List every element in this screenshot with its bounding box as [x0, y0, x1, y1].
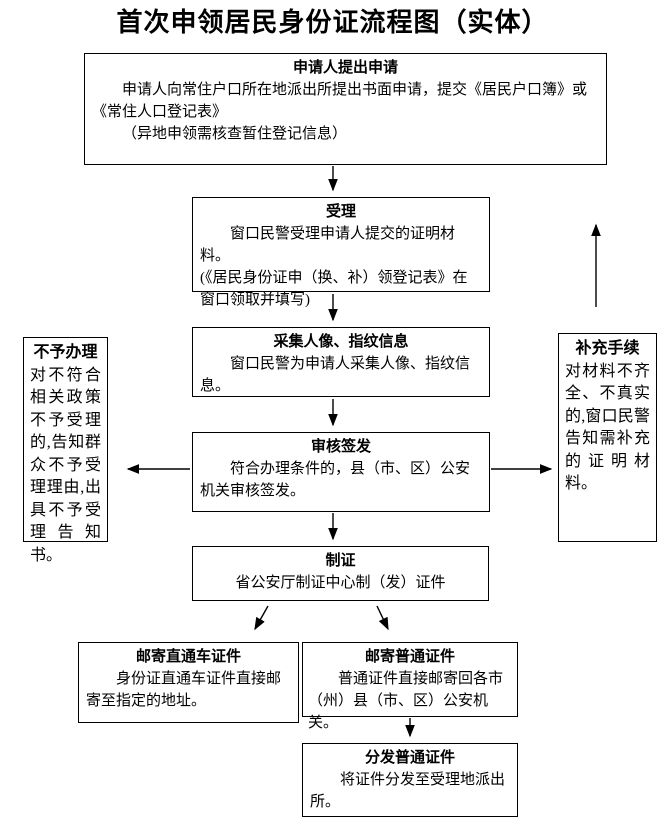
box-apply-text: 申请人向常住户口所在地派出所提出书面申请，提交《居民户口簿》或《常住人口登记表》	[92, 82, 588, 120]
flow-box-distribute: 分发普通证件 将证件分发至受理地派出所。	[302, 743, 518, 817]
box-accept-note: (《居民身份证申（换、补）领登记表》在窗口领取并填写)	[200, 270, 468, 308]
flow-box-produce: 制证 省公安厅制证中心制（发）证件	[192, 546, 489, 601]
box-review-text: 符合办理条件的，县（市、区）公安机关审核签发。	[200, 461, 471, 499]
box-collect-title: 采集人像、指纹信息	[273, 334, 409, 350]
box-review-title: 审核签发	[310, 439, 371, 455]
box-supplement-text: 对材料不齐全、不真实的,窗口民警告知需补充的证明材料。	[565, 362, 650, 493]
box-accept-title: 受理	[325, 204, 356, 220]
flow-box-ordinary: 邮寄普通证件 普通证件直接邮寄回各市（州）县（市、区）公安机关。	[302, 642, 518, 731]
box-distribute-text: 将证件分发至受理地派出所。	[310, 772, 506, 810]
flow-box-reject: 不予办理 对不符合相关政策不予受理的,告知群众不予受理理由,出具不予受理告知书。	[23, 337, 108, 564]
box-express-text: 身份证直通车证件直接邮寄至指定的地址。	[86, 671, 282, 709]
page-title: 首次申领居民身份证流程图（实体）	[116, 8, 549, 37]
box-collect-text: 窗口民警为申请人采集人像、指纹信息。	[200, 356, 471, 394]
box-apply-note: （异地申领需核查暂住登记信息）	[122, 126, 348, 142]
flow-box-apply: 申请人提出申请 申请人向常住户口所在地派出所提出书面申请，提交《居民户口簿》或《…	[84, 53, 607, 165]
flow-box-review: 审核签发 符合办理条件的，县（市、区）公安机关审核签发。	[192, 432, 490, 512]
box-ordinary-title: 邮寄普通证件	[364, 649, 455, 665]
box-produce-title: 制证	[325, 553, 356, 569]
box-distribute-title: 分发普通证件	[364, 750, 455, 766]
flow-box-accept: 受理 窗口民警受理申请人提交的证明材料。 (《居民身份证申（换、补）领登记表》在…	[192, 197, 490, 308]
flow-box-express: 邮寄直通车证件 身份证直通车证件直接邮寄至指定的地址。	[78, 642, 299, 723]
box-express-title: 邮寄直通车证件	[135, 649, 241, 665]
flow-box-collect: 采集人像、指纹信息 窗口民警为申请人采集人像、指纹信息。	[192, 327, 490, 397]
box-reject-text: 对不符合相关政策不予受理的,告知群众不予受理理由,出具不予受理告知书。	[30, 366, 101, 564]
box-produce-text: 省公安厅制证中心制（发）证件	[235, 575, 446, 591]
box-ordinary-text: 普通证件直接邮寄回各市（州）县（市、区）公安机关。	[308, 671, 504, 731]
box-apply-title: 申请人提出申请	[292, 60, 398, 76]
arrow-produce-to-ordinary	[376, 605, 389, 631]
box-supplement-title: 补充手续	[575, 340, 640, 357]
box-accept-text: 窗口民警受理申请人提交的证明材料。	[200, 226, 456, 264]
box-reject-title: 不予办理	[33, 344, 98, 361]
arrow-produce-to-express	[254, 605, 269, 631]
flow-box-supplement: 补充手续 对材料不齐全、不真实的,窗口民警告知需补充的证明材料。	[558, 333, 657, 542]
